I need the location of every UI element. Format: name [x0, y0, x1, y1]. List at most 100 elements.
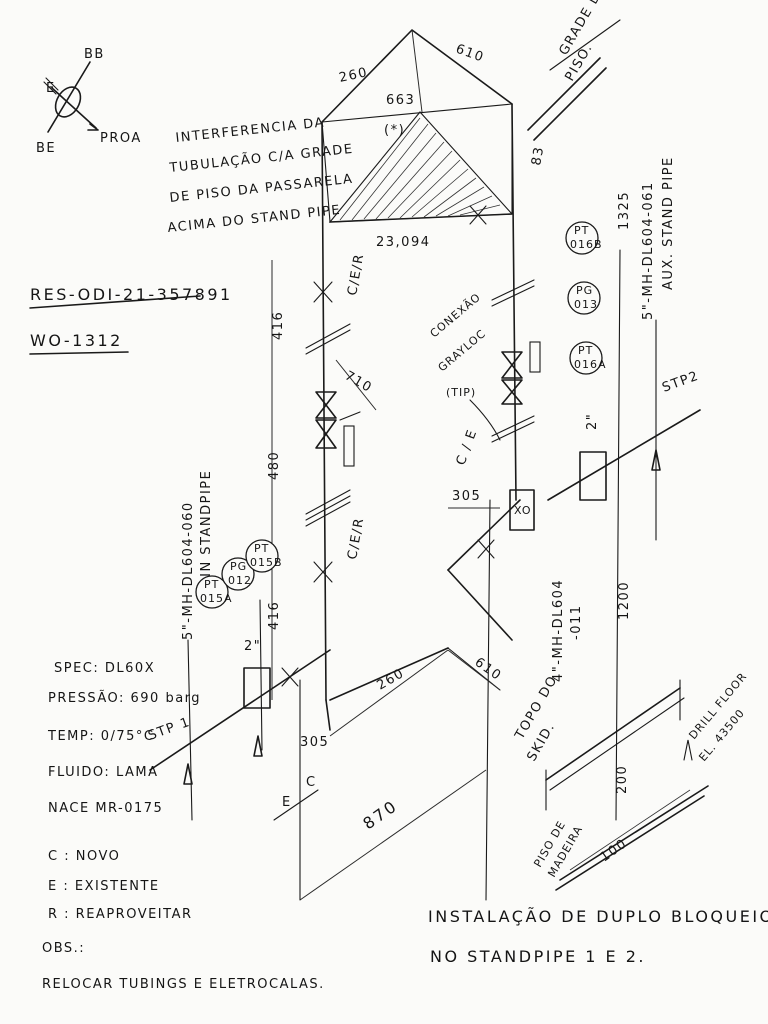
svg-text:C : NOVO: C : NOVO: [48, 849, 120, 864]
compass-label-e: E: [46, 81, 56, 96]
xo-fitting: [509, 489, 535, 531]
dim-23094: 23,094: [376, 235, 431, 250]
svg-text:PT: PT: [204, 578, 219, 591]
stp2-label: STP2: [660, 369, 701, 396]
interference-hatch: [339, 117, 501, 221]
svg-text:DE PISO DA PASSARELA: DE PISO DA PASSARELA: [169, 172, 354, 206]
svg-text:FLUIDO: LAMA: FLUIDO: LAMA: [48, 765, 159, 780]
stp1-flanges: [305, 323, 351, 527]
drill-floor-level: [555, 785, 709, 891]
stp1-piping: [149, 121, 449, 901]
dim-663: 663: [386, 93, 415, 108]
xo-label: XO: [514, 504, 532, 517]
dim-line-260-low: [329, 649, 449, 737]
size-mark-right: 2": [585, 413, 600, 430]
svg-text:NACE MR-0175: NACE MR-0175: [48, 801, 163, 816]
compass-icon: [43, 61, 99, 133]
svg-text:PG: PG: [230, 560, 247, 573]
svg-text:INTERFERENCIA DA: INTERFERENCIA DA: [175, 115, 326, 146]
dim-200: 200: [615, 765, 630, 794]
dim-83: 83: [529, 145, 547, 167]
stp1-drain-arrow: [253, 735, 263, 757]
stp1-weld-marks: [281, 281, 333, 687]
dim-305-low: 305: [300, 735, 329, 750]
status-top-left: C/E/R: [345, 252, 367, 297]
dim-416-low: 416: [267, 601, 282, 630]
instrument-pt-016b: PT 016B: [565, 221, 603, 255]
status-mid-left: C/E/R: [345, 516, 367, 561]
drawing-title: INSTALAÇÃO DE DUPLO BLOQUEIO NO STANDPIP…: [428, 907, 768, 966]
dim-260-top: 260: [338, 65, 370, 86]
stp2-flanges: [491, 279, 535, 443]
stp2-block-valve: [579, 451, 607, 501]
dim-line-610-low: [447, 649, 501, 691]
stp2-weld-marks: [469, 205, 495, 559]
drawing-reference: RES-ODI-21-357891 WO-1312: [29, 285, 233, 355]
stp2-upper-valve: [501, 341, 541, 405]
svg-text:WO-1312: WO-1312: [30, 331, 123, 350]
instrument-pg-013: PG 013: [567, 281, 601, 315]
dim-870: 870: [359, 796, 401, 833]
svg-text:RELOCAR TUBINGS E ELETROCALAS.: RELOCAR TUBINGS E ELETROCALAS.: [42, 977, 325, 992]
svg-text:012: 012: [228, 574, 252, 587]
instrument-pt-015b: PT 015B: [245, 539, 283, 573]
dim-480: 480: [267, 451, 282, 480]
process-data: SPEC: DL60X PRESSÃO: 690 barg TEMP: 0/75…: [47, 661, 201, 816]
e-c-boundary: [273, 789, 319, 821]
svg-text:OBS.:: OBS.:: [42, 941, 85, 956]
compass-label-be: BE: [36, 141, 56, 156]
svg-text:AUX. STAND PIPE: AUX. STAND PIPE: [661, 156, 676, 290]
svg-text:PT: PT: [578, 344, 593, 357]
stp1-flow-arrow: [183, 763, 193, 785]
dim-416-top: 416: [271, 311, 286, 340]
svg-text:PT: PT: [574, 224, 589, 237]
line-spec-main: 5"-MH-DL604-060 MAIN STANDPIPE: [181, 470, 214, 640]
svg-text:PG: PG: [576, 284, 593, 297]
compass-label-proa: PROA: [100, 131, 142, 146]
svg-text:MAIN STANDPIPE: MAIN STANDPIPE: [199, 470, 214, 600]
svg-text:NO STANDPIPE 1 E 2.: NO STANDPIPE 1 E 2.: [430, 947, 646, 966]
dim-star: (*): [384, 123, 405, 138]
status-bottom-e: E: [282, 795, 292, 810]
dim-610-top: 610: [454, 42, 487, 66]
line-spec-skid: 4"-MH-DL604 -011: [551, 579, 584, 682]
dim-260-low: 260: [375, 666, 408, 694]
compass-label-bb: BB: [84, 47, 105, 62]
svg-text:TEMP: 0/75°C: TEMP: 0/75°C: [47, 729, 155, 744]
legend: C : NOVO E : EXISTENTE R : REAPROVEITAR: [48, 849, 193, 922]
line-spec-aux: 5"-MH-DL604-061 AUX. STAND PIPE: [641, 156, 676, 320]
svg-text:015B: 015B: [250, 556, 283, 569]
dim-710: 710: [342, 368, 375, 396]
svg-text:4"-MH-DL604: 4"-MH-DL604: [551, 579, 566, 682]
instrument-pg-012: PG 012: [221, 557, 255, 591]
piso-madeira-label: PISO DE MADEIRA: [531, 818, 585, 879]
svg-text:R : REAPROVEITAR: R : REAPROVEITAR: [48, 907, 193, 922]
svg-text:SPEC: DL60X: SPEC: DL60X: [54, 661, 155, 676]
stp1-upper-valve: [315, 391, 361, 467]
svg-text:-011: -011: [569, 604, 584, 640]
svg-text:015A: 015A: [200, 592, 233, 605]
dim-305-right: 305: [452, 489, 481, 504]
stp2-piping: [447, 103, 701, 901]
instrument-pt-015a: PT 015A: [195, 575, 233, 609]
svg-text:PRESSÃO: 690 barg: PRESSÃO: 690 barg: [48, 690, 201, 706]
svg-text:016B: 016B: [570, 238, 603, 251]
svg-text:(TIP): (TIP): [446, 386, 476, 399]
status-bottom-c: C: [306, 775, 317, 790]
connection-note: CONEXÃO GRAYLOC (TIP): [428, 290, 501, 441]
skid-top-level: [545, 679, 685, 811]
svg-text:RES-ODI-21-357891: RES-ODI-21-357891: [30, 285, 233, 304]
size-mark-left: 2": [244, 639, 261, 654]
skid-label: TOPO DO SKID.: [512, 673, 561, 764]
grade-label: GRADE DE PISO.: [527, 0, 621, 141]
status-right: C / E: [454, 427, 481, 467]
dim-1200: 1200: [617, 581, 632, 620]
svg-text:5"-MH-DL604-060: 5"-MH-DL604-060: [181, 501, 196, 640]
svg-text:ACIMA DO STAND PIPE: ACIMA DO STAND PIPE: [167, 203, 342, 236]
svg-text:5"-MH-DL604-061: 5"-MH-DL604-061: [641, 181, 656, 320]
svg-text:016A: 016A: [574, 358, 607, 371]
svg-text:PT: PT: [254, 542, 269, 555]
svg-text:GRAYLOC: GRAYLOC: [436, 327, 489, 374]
